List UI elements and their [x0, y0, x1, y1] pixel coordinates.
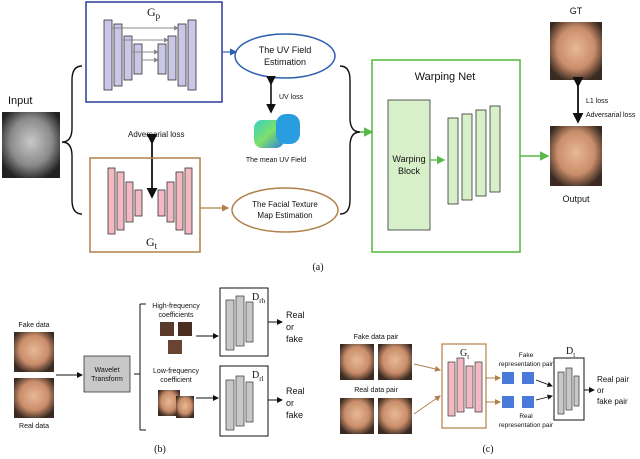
drl-label: Drl	[252, 370, 264, 383]
low-freq-face-2	[176, 396, 194, 418]
warping-block-text-1: Warping	[392, 154, 425, 164]
caption-b: (b)	[154, 444, 166, 455]
dt-label: Dt	[566, 346, 575, 359]
mean-uv-field-label: The mean UV Field	[246, 157, 306, 164]
high-freq-images	[160, 322, 192, 354]
fake-data-label: Fake data	[18, 322, 49, 329]
l1-loss-label: L1 loss	[586, 98, 609, 105]
real-data-face	[14, 378, 54, 418]
low-freq-text-1: Low-frequency	[153, 368, 199, 375]
fake-pair-label: Fake data pair	[354, 334, 399, 341]
gt-box	[89, 157, 201, 253]
high-freq-text-2: coefficients	[159, 312, 194, 319]
warping-block	[387, 99, 431, 231]
real-pair-face-1	[340, 398, 374, 434]
uv-field-ellipse	[234, 33, 336, 79]
fake-rep-image-1	[502, 372, 514, 384]
dt-box	[553, 357, 585, 421]
panel-a: Input Gp The UV Field Estimation	[2, 1, 636, 273]
gt-image-label: GT	[570, 6, 583, 16]
high-freq-text-1: High-frequency	[152, 303, 200, 310]
adversarial-loss-label: Adversarial loss	[128, 130, 184, 139]
low-freq-text-2: coefficient	[160, 377, 191, 384]
drl-out-2: or	[286, 398, 294, 408]
dt-out-3: fake pair	[597, 397, 628, 406]
warping-net-label: Warping Net	[415, 71, 476, 83]
uv-loss-label: UV loss	[279, 94, 304, 101]
fake-rep-text-2: representation pair	[499, 361, 554, 368]
fake-rep-text-1: Fake	[519, 352, 534, 359]
real-pair-label: Real data pair	[354, 387, 398, 394]
uv-field-text-1: The UV Field	[259, 45, 312, 55]
dt-layers	[557, 367, 580, 415]
dt-out-1: Real pair	[597, 375, 629, 384]
panel-c: Fake data pair Real data pair Gt Fake re…	[340, 334, 629, 455]
c-gt-box	[441, 343, 487, 429]
wavelet-transform-box	[83, 355, 131, 393]
real-rep-text-1: Real	[519, 413, 533, 420]
output-face-image	[550, 126, 602, 186]
dt-out-2: or	[597, 386, 604, 395]
drl-out-3: fake	[286, 410, 303, 420]
input-face-image	[2, 112, 60, 178]
fake-rep-image-2	[522, 372, 534, 384]
drh-out-1: Real	[286, 310, 305, 320]
fake-rep-to-dt-arrow	[535, 379, 553, 387]
right-brace	[339, 65, 361, 215]
drh-label: Drh	[252, 292, 266, 305]
gt-unet-blocks	[107, 167, 193, 235]
real-pair-face-2	[378, 398, 412, 434]
c-gt-label: Gt	[460, 348, 469, 361]
real-rep-to-dt-arrow	[535, 394, 553, 401]
gt-face-image	[550, 22, 602, 80]
drl-layers	[225, 375, 254, 431]
facial-texture-text-1: The Facial Texture	[252, 200, 318, 209]
caption-a: (a)	[312, 262, 323, 273]
c-gt-layers	[447, 357, 483, 417]
gp-unet-blocks	[103, 19, 197, 91]
gp-label: Gp	[147, 5, 161, 21]
drl-out-1: Real	[286, 386, 305, 396]
facial-texture-ellipse	[231, 187, 339, 233]
wavelet-text-1: Wavelet	[94, 367, 119, 374]
fake-pair-to-gt-arrow	[413, 363, 441, 372]
fake-data-face	[14, 332, 54, 372]
mean-uv-field-image-2	[276, 114, 300, 144]
drh-out-3: fake	[286, 334, 303, 344]
real-rep-text-2: representation pair	[499, 422, 554, 429]
real-rep-image-1	[502, 396, 514, 408]
low-freq-face-1	[158, 390, 180, 416]
gt-label: Gt	[146, 235, 158, 251]
real-pair-to-gt-arrow	[413, 395, 441, 415]
adversarial-loss-right-label: Adversarial loss	[586, 112, 636, 119]
real-rep-image-2	[522, 396, 534, 408]
panel-b: Fake data Real data Wavelet Transform Hi…	[14, 287, 305, 455]
drh-layers	[225, 295, 254, 351]
left-brace	[61, 65, 83, 215]
drl-box	[219, 365, 269, 437]
real-data-label: Real data	[19, 423, 49, 430]
facial-texture-text-2: Map Estimation	[257, 211, 312, 220]
fake-pair-face-2	[378, 344, 412, 380]
warping-block-text-2: Block	[398, 166, 421, 176]
gp-skip-connections	[112, 25, 179, 63]
wavelet-text-2: Transform	[91, 376, 123, 383]
wavelet-bracket	[134, 303, 146, 431]
uv-field-text-2: Estimation	[264, 57, 306, 67]
output-label: Output	[562, 194, 590, 204]
drh-out-2: or	[286, 322, 294, 332]
caption-c: (c)	[482, 444, 493, 455]
fake-pair-face-1	[340, 344, 374, 380]
input-label: Input	[8, 95, 32, 107]
warping-net-layers	[447, 105, 501, 205]
